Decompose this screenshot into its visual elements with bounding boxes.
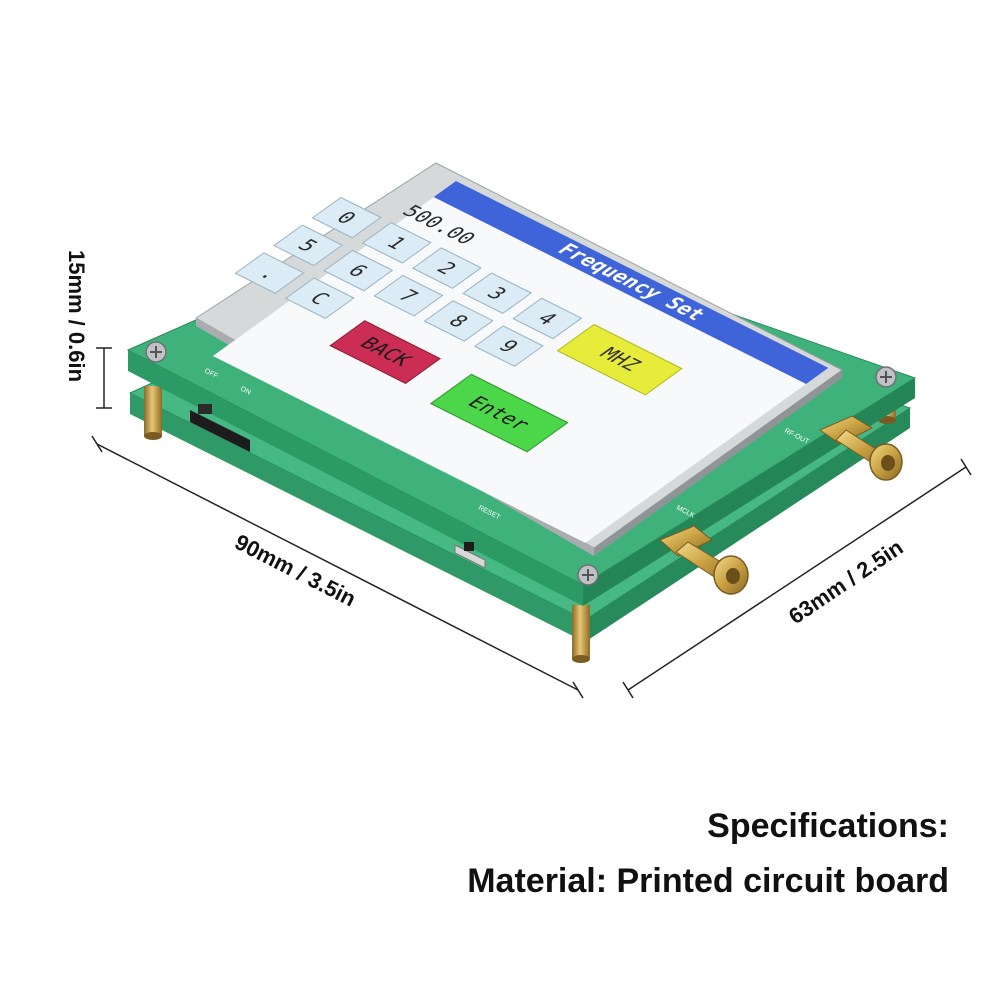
material-spec: Material: Printed circuit board: [467, 862, 949, 900]
power-switch[interactable]: [190, 404, 250, 452]
touch-screen[interactable]: Frequency Set 500.00 0 1 2 3 4 5: [158, 154, 829, 543]
key-4[interactable]: 4: [512, 297, 583, 340]
key-decimal[interactable]: .: [234, 252, 305, 294]
key-3[interactable]: 3: [462, 272, 533, 315]
mclk-connector[interactable]: [659, 525, 749, 595]
depth-dimension-label: 63mm / 2.5in: [784, 534, 907, 629]
switch-on-label: ON: [239, 386, 252, 397]
key-8[interactable]: 8: [423, 300, 494, 342]
key-6[interactable]: 6: [323, 249, 394, 292]
key-clear[interactable]: C: [284, 277, 355, 320]
rf-out-connector[interactable]: [818, 415, 903, 481]
height-dimension-label: 15mm / 0.6in: [64, 250, 89, 382]
specifications-heading: Specifications:: [707, 807, 949, 845]
width-dimension-label: 90mm / 3.5in: [231, 529, 360, 611]
key-0[interactable]: 0: [311, 196, 382, 239]
title-bar: [433, 181, 829, 384]
key-9[interactable]: 9: [473, 325, 544, 367]
reset-button[interactable]: [454, 542, 486, 569]
mhz-button[interactable]: MHZ: [556, 323, 683, 396]
key-1[interactable]: 1: [361, 222, 432, 264]
dimension-lines: [91, 347, 972, 699]
key-2[interactable]: 2: [411, 247, 483, 289]
key-5[interactable]: 5: [272, 224, 344, 267]
key-7[interactable]: 7: [373, 274, 444, 317]
